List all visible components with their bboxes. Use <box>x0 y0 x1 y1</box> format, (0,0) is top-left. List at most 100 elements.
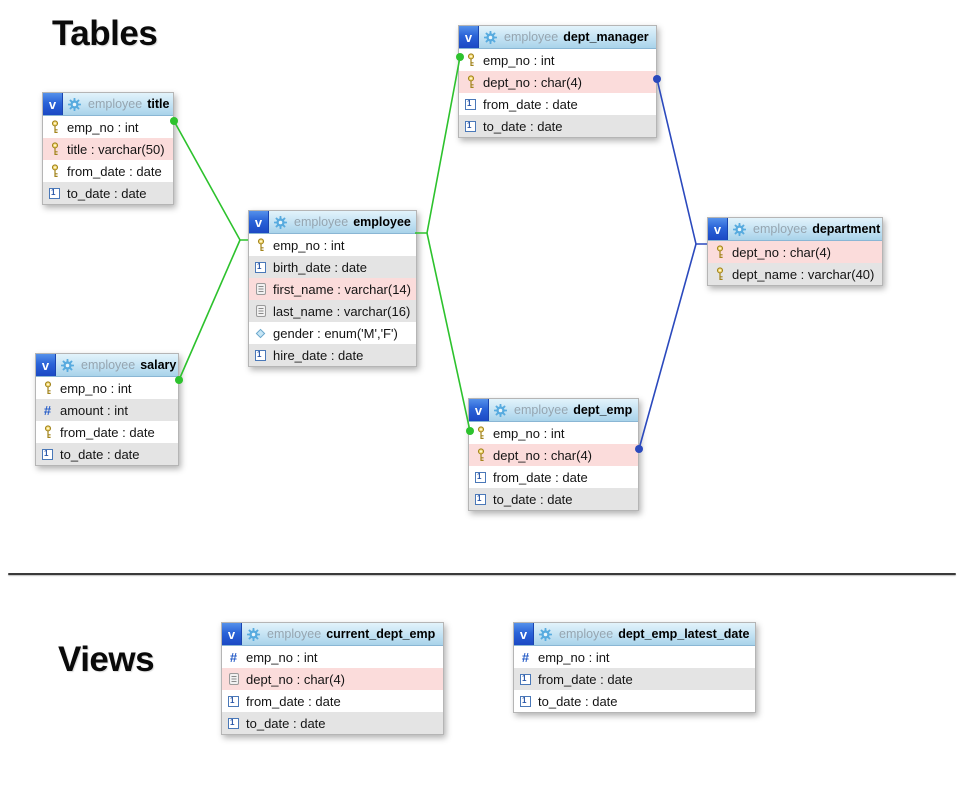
column-row-emp_no[interactable]: emp_no : int <box>43 116 173 138</box>
schema-name: employee <box>514 403 569 417</box>
primary-key-icon <box>713 245 726 259</box>
column-row-gender[interactable]: gender : enum('M','F') <box>249 322 416 344</box>
relationship-dept_manager-department <box>656 78 707 245</box>
schema-name: employee <box>294 215 349 229</box>
column-row-emp_no[interactable]: emp_no : int <box>469 422 638 444</box>
column-row-emp_no[interactable]: emp_no : int <box>459 49 656 71</box>
column-row-dept_no[interactable]: dept_no : char(4) <box>222 668 443 690</box>
date-icon: 1 <box>41 448 54 460</box>
view-badge-icon: v <box>469 399 489 421</box>
primary-key-icon <box>41 381 54 395</box>
date-icon: 1 <box>227 717 240 729</box>
column-label: to_date : date <box>246 715 326 731</box>
view-badge-icon: v <box>36 354 56 376</box>
column-row-to_date[interactable]: 1 to_date : date <box>222 712 443 734</box>
primary-key-icon <box>254 238 267 252</box>
column-label: from_date : date <box>60 424 155 440</box>
schema-name: employee <box>504 30 559 44</box>
column-label: first_name : varchar(14) <box>273 281 411 297</box>
primary-key-icon <box>48 120 61 134</box>
gear-icon <box>274 215 287 229</box>
column-row-from_date[interactable]: from_date : date <box>43 160 173 182</box>
int-icon: # <box>519 651 532 664</box>
column-row-emp_no[interactable]: #emp_no : int <box>222 646 443 668</box>
table-name: dept_emp_latest_date <box>618 627 750 641</box>
column-row-emp_no[interactable]: emp_no : int <box>36 377 178 399</box>
column-row-hire_date[interactable]: 1 hire_date : date <box>249 344 416 366</box>
column-row-dept_no[interactable]: dept_no : char(4) <box>469 444 638 466</box>
date-icon: 1 <box>254 349 267 361</box>
column-label: title : varchar(50) <box>67 141 165 157</box>
column-row-first_name[interactable]: first_name : varchar(14) <box>249 278 416 300</box>
view-badge-icon: v <box>43 93 63 115</box>
gear-icon <box>61 358 74 372</box>
column-row-dept_no[interactable]: dept_no : char(4) <box>708 241 882 263</box>
date-icon: 1 <box>520 673 531 685</box>
date-icon: 1 <box>254 261 267 273</box>
table-name: title <box>147 97 170 111</box>
column-label: emp_no : int <box>60 380 132 396</box>
column-row-amount[interactable]: # amount : int <box>36 399 178 421</box>
column-row-last_name[interactable]: last_name : varchar(16) <box>249 300 416 322</box>
schema-name: employee <box>81 358 136 372</box>
column-label: amount : int <box>60 402 128 418</box>
column-row-dept_name[interactable]: dept_name : varchar(40) <box>708 263 882 285</box>
column-row-dept_no[interactable]: dept_no : char(4) <box>459 71 656 93</box>
column-row-emp_no[interactable]: emp_no : int <box>249 234 416 256</box>
primary-key-icon <box>464 53 477 67</box>
column-label: from_date : date <box>246 693 341 709</box>
column-label: emp_no : int <box>273 237 345 253</box>
column-label: from_date : date <box>67 163 162 179</box>
column-label: dept_no : char(4) <box>246 671 346 687</box>
column-row-title[interactable]: title : varchar(50) <box>43 138 173 160</box>
int-icon: # <box>41 404 54 417</box>
text-icon <box>254 305 267 317</box>
column-label: emp_no : int <box>67 119 139 135</box>
int-icon: # <box>227 651 240 664</box>
date-icon: 1 <box>519 695 532 707</box>
column-label: to_date : date <box>483 118 563 134</box>
column-label: hire_date : date <box>273 347 364 363</box>
gear-icon <box>494 403 507 417</box>
date-icon: 1 <box>475 471 486 483</box>
int-icon: # <box>43 402 52 418</box>
view-badge-icon: v <box>249 211 269 233</box>
column-row-from_date[interactable]: from_date : date <box>36 421 178 443</box>
column-label: dept_name : varchar(40) <box>732 266 875 282</box>
primary-key-icon <box>474 448 487 462</box>
gear-icon <box>733 222 746 236</box>
column-row-emp_no[interactable]: # emp_no : int <box>514 646 755 668</box>
column-label: emp_no : int <box>538 649 610 665</box>
relationship-dept_emp-department <box>638 243 697 450</box>
relationship-employee-dept_manager <box>415 56 461 234</box>
date-icon: 1 <box>465 98 476 110</box>
gear-icon <box>484 30 497 44</box>
column-label: dept_no : char(4) <box>483 74 583 90</box>
